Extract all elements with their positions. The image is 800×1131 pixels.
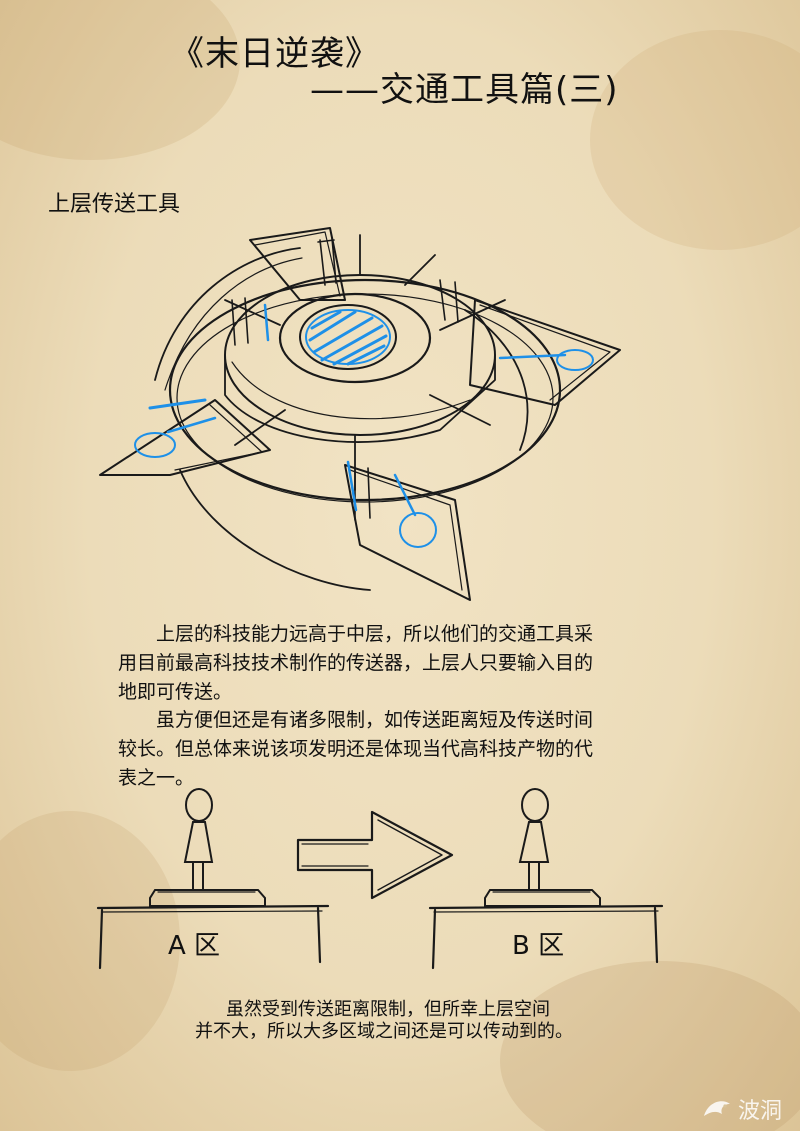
caption-line-2: 并不大，所以大多区域之间还是可以传动到的。 — [195, 1021, 573, 1042]
page-subtitle: ——交通工具篇(三) — [310, 70, 619, 110]
page-title: 《末日逆袭》 — [170, 34, 380, 74]
person-figure-a — [183, 788, 214, 891]
teleporter-sketch — [99, 227, 621, 601]
zone-block-a — [96, 904, 330, 970]
teleporter-blue-highlights — [134, 303, 594, 548]
paragraph-1-text: 上层的科技能力远高于中层，所以他们的交通工具采用目前最高科技技术制作的传送器，上… — [118, 623, 594, 703]
paragraph-1: 上层的科技能力远高于中层，所以他们的交通工具采用目前最高科技技术制作的传送器，上… — [118, 620, 608, 707]
watermark-text: 波洞 — [737, 1099, 782, 1124]
teleport-pad-a — [149, 889, 266, 907]
section-heading: 上层传送工具 — [48, 192, 181, 217]
paragraph-2-text: 虽方便但还是有诸多限制，如传送距离短及传送时间较长。但总体来说该项发明还是体现当… — [118, 709, 594, 789]
watermark: 波洞 — [700, 1093, 782, 1125]
dragon-logo-icon — [703, 1101, 730, 1116]
person-figure-b — [518, 788, 550, 891]
zone-a-label: A 区 — [168, 931, 221, 961]
transfer-arrow-icon — [296, 810, 454, 900]
caption-line-1: 虽然受到传送距离限制，但所幸上层空间 — [226, 999, 550, 1020]
zone-block-b — [428, 904, 664, 970]
teleport-pad-b — [484, 889, 601, 907]
zone-b-label: B 区 — [512, 931, 565, 961]
paragraph-2: 虽方便但还是有诸多限制，如传送距离短及传送时间较长。但总体来说该项发明还是体现当… — [118, 706, 608, 793]
